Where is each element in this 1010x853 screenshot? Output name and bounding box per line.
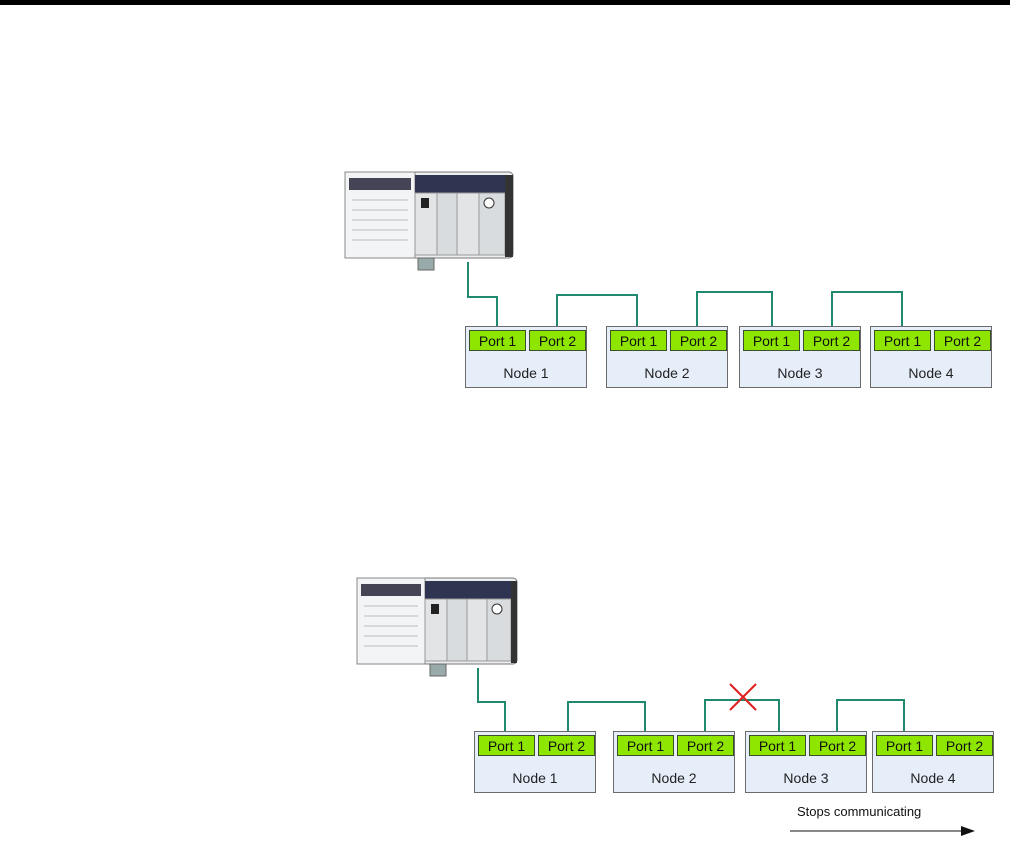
node-4-label: Node 4 bbox=[908, 365, 954, 381]
node-3-bottom: Port 1 Port 2 Node 3 bbox=[745, 731, 867, 793]
direction-arrow-icon bbox=[790, 826, 975, 836]
node-2-label: Node 2 bbox=[644, 365, 690, 381]
node-1-bottom-label: Node 1 bbox=[512, 770, 558, 786]
node-1-bottom-port-1: Port 1 bbox=[478, 735, 535, 756]
node-1-label: Node 1 bbox=[503, 365, 549, 381]
node-1-port-1: Port 1 bbox=[469, 330, 526, 351]
node-4-port-2: Port 2 bbox=[934, 330, 991, 351]
node-4-bottom-port-2: Port 2 bbox=[936, 735, 993, 756]
top-rule bbox=[0, 0, 1010, 5]
node-1: Port 1 Port 2 Node 1 bbox=[465, 326, 587, 388]
cable-break-x-icon bbox=[729, 683, 757, 711]
node-4-port-1: Port 1 bbox=[874, 330, 931, 351]
node-3-port-1: Port 1 bbox=[743, 330, 800, 351]
node-3-port-2: Port 2 bbox=[803, 330, 860, 351]
node-4-bottom: Port 1 Port 2 Node 4 bbox=[872, 731, 994, 793]
node-4-bottom-label: Node 4 bbox=[910, 770, 956, 786]
node-2-bottom: Port 1 Port 2 Node 2 bbox=[613, 731, 735, 793]
controller-chassis-icon bbox=[344, 171, 514, 271]
node-3: Port 1 Port 2 Node 3 bbox=[739, 326, 861, 388]
node-3-label: Node 3 bbox=[777, 365, 823, 381]
node-1-bottom: Port 1 Port 2 Node 1 bbox=[474, 731, 596, 793]
node-2-bottom-label: Node 2 bbox=[651, 770, 697, 786]
node-2-port-1: Port 1 bbox=[610, 330, 667, 351]
node-2-bottom-port-1: Port 1 bbox=[617, 735, 674, 756]
status-note: Stops communicating bbox=[797, 804, 922, 819]
node-4-bottom-port-1: Port 1 bbox=[876, 735, 933, 756]
node-3-bottom-port-1: Port 1 bbox=[749, 735, 806, 756]
node-4: Port 1 Port 2 Node 4 bbox=[870, 326, 992, 388]
controller-chassis-icon bbox=[356, 577, 518, 677]
node-2: Port 1 Port 2 Node 2 bbox=[606, 326, 728, 388]
node-1-port-2: Port 2 bbox=[529, 330, 586, 351]
node-2-bottom-port-2: Port 2 bbox=[677, 735, 734, 756]
node-3-bottom-label: Node 3 bbox=[783, 770, 829, 786]
node-1-bottom-port-2: Port 2 bbox=[538, 735, 595, 756]
node-3-bottom-port-2: Port 2 bbox=[809, 735, 866, 756]
node-2-port-2: Port 2 bbox=[670, 330, 727, 351]
